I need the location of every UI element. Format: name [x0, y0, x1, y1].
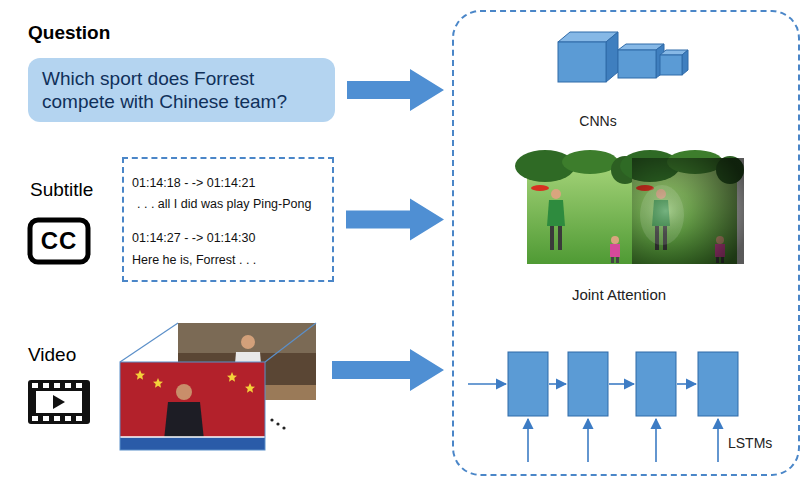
film-icon [32, 383, 38, 388]
attention-map-image [620, 150, 744, 264]
front-frame [120, 437, 265, 450]
lstm-chain [568, 352, 608, 416]
attention-shading [632, 158, 744, 264]
subtitle-box: Subtitle01:14:18 - -> 01:14:21. . . all … [122, 157, 334, 282]
front-frame [120, 436, 265, 438]
film-icon [54, 383, 60, 388]
subtitle-line: . . . all I did was play Ping-Pong [132, 196, 322, 212]
section-heading: Question [28, 22, 110, 44]
film-icon [54, 416, 60, 421]
lstm-chain [717, 419, 719, 462]
cnn-cubes [682, 50, 688, 75]
section-heading: Subtitle [30, 179, 93, 201]
module-caption: Joint Attention [552, 286, 686, 303]
module-caption: CNNs [562, 113, 634, 129]
film-icon [76, 416, 82, 421]
module-name: LSTMs [728, 435, 790, 451]
flow-arrow [347, 69, 444, 111]
film-icon [28, 380, 90, 424]
lstm-chain [468, 352, 738, 462]
module-name: Joint Attention [552, 286, 686, 303]
question-text: Which sport does Forrest compete with Ch… [42, 67, 321, 113]
front-frame [135, 370, 145, 380]
module-name: CNNs [562, 113, 634, 129]
attention-glow [640, 185, 684, 245]
cnn-cubes [606, 32, 618, 82]
film-icon [43, 383, 49, 388]
front-frame [153, 378, 163, 388]
cc-icon [30, 220, 88, 262]
flow-arrow [346, 199, 444, 241]
film-icon [43, 416, 49, 421]
more-frames-dots [270, 418, 285, 429]
film-icon [32, 416, 38, 421]
film-icon [36, 391, 82, 413]
video-input: Video [20, 318, 320, 422]
front-frame [120, 362, 265, 450]
film-icon [65, 416, 71, 421]
module-caption: LSTMs [728, 435, 790, 451]
frame-guide [265, 323, 316, 362]
film-icon [28, 380, 90, 424]
subtitle-time: 01:14:27 - -> 01:14:30 [132, 230, 322, 246]
model-container: CNNsJoint AttentionLSTMs [452, 10, 800, 476]
lstm-chain [677, 383, 696, 385]
lstm-chain [508, 352, 548, 416]
back-frame [178, 323, 316, 353]
lstm-chain [468, 384, 718, 462]
cc-icon-text: CC [30, 220, 88, 262]
question-box: QuestionWhich sport does Forrest compete… [28, 58, 335, 122]
flow-arrow [332, 349, 444, 391]
frame-guide [120, 323, 178, 362]
back-frame [241, 335, 255, 349]
lstm-chain [587, 419, 589, 462]
lstm-chain [527, 419, 529, 462]
lstm-chain [655, 419, 657, 462]
front-frame [164, 402, 204, 440]
cnn-cubes [660, 55, 682, 75]
front-frame [176, 384, 192, 400]
cnn-cubes [618, 50, 656, 78]
front-frame [227, 372, 237, 382]
lstm-chain [698, 352, 738, 416]
cnn-cubes [558, 42, 606, 82]
film-icon [65, 383, 71, 388]
film-icon [53, 395, 65, 409]
more-frames-dots [270, 418, 273, 421]
lstm-chain [468, 383, 506, 385]
front-frame [120, 362, 265, 450]
video-frames [120, 323, 316, 450]
attention-images [515, 150, 744, 264]
film-icon [76, 383, 82, 388]
cnn-cubes [558, 32, 688, 82]
front-frame [120, 362, 265, 450]
more-frames-dots [276, 422, 279, 425]
front-frame [245, 383, 255, 393]
subtitle-time: 01:14:18 - -> 01:14:21 [132, 175, 322, 191]
more-frames-dots [282, 426, 285, 429]
subtitle-line: Here he is, Forrest . . . [132, 252, 322, 268]
lstm-chain [636, 352, 676, 416]
lstm-chain [549, 383, 566, 385]
lstm-chain [609, 383, 634, 385]
cc-icon-frame [30, 220, 88, 262]
section-heading: Video [28, 344, 76, 366]
